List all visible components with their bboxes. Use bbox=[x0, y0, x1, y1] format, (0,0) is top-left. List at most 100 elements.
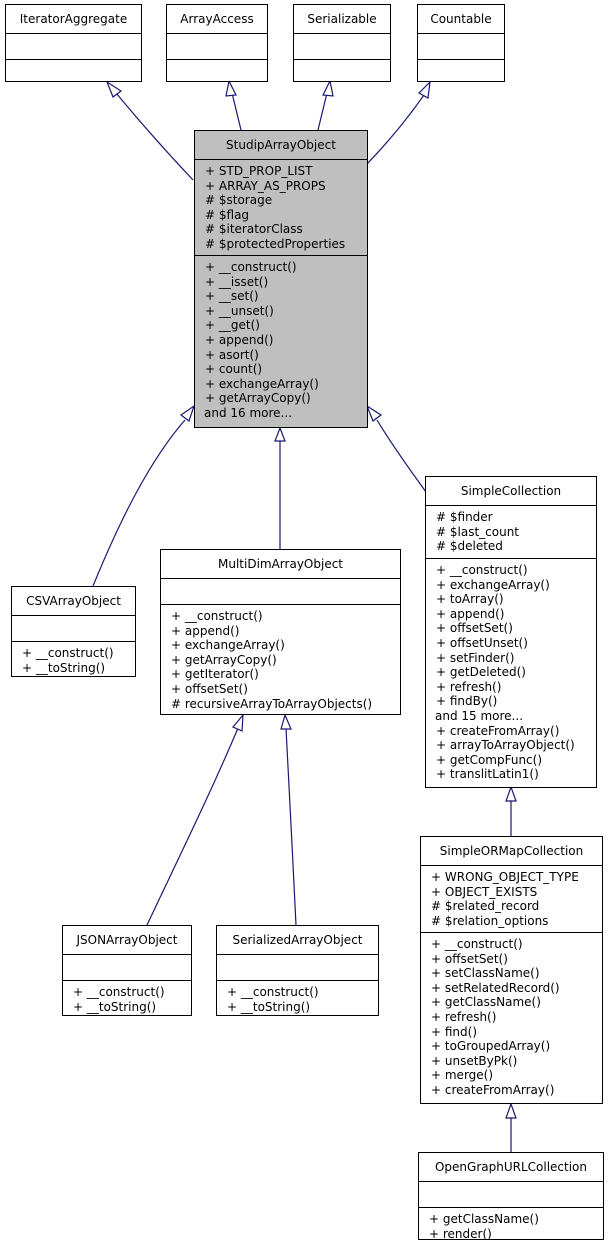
class-box-multidimarrayobject[interactable]: MultiDimArrayObject + __construct() + ap… bbox=[160, 549, 401, 715]
class-title-arrayaccess: ArrayAccess bbox=[167, 5, 267, 34]
attributes-section-studiparrayobject: + STD_PROP_LIST + ARRAY_AS_PROPS # $stor… bbox=[195, 160, 367, 256]
methods-section-serializedarrayobject: + __construct() + __toString() bbox=[217, 981, 378, 1018]
method: + merge() bbox=[431, 1068, 494, 1083]
method: + exchangeArray() bbox=[171, 638, 285, 653]
method: + find() bbox=[431, 1024, 478, 1039]
arrowhead-studip-from-simplecollection bbox=[365, 404, 383, 422]
method: + createFromArray() bbox=[436, 723, 560, 738]
method: + append() bbox=[205, 332, 274, 347]
arrowhead-studip-from-multidim bbox=[274, 426, 286, 442]
methods-section-simplecollection: + __construct() + exchangeArray() + toAr… bbox=[426, 559, 596, 786]
attribute: # $related_record bbox=[431, 899, 540, 914]
class-box-csvarrayobject[interactable]: CSVArrayObject + __construct() + __toStr… bbox=[11, 586, 136, 677]
class-title-serializable: Serializable bbox=[294, 5, 390, 34]
attribute: + STD_PROP_LIST bbox=[205, 164, 313, 178]
attribute: + OBJECT_EXISTS bbox=[431, 884, 538, 899]
method: + __toString() bbox=[227, 999, 311, 1014]
attributes-section-iteratoraggregate bbox=[6, 34, 141, 60]
method: + refresh() bbox=[436, 679, 502, 694]
methods-section-serializable bbox=[294, 60, 390, 86]
attributes-section-opengraphurlcollection bbox=[419, 1182, 603, 1208]
arrowhead-arrayaccess bbox=[225, 79, 237, 97]
method: + __construct() bbox=[205, 260, 297, 274]
method: + toGroupedArray() bbox=[431, 1039, 551, 1054]
more-methods-note: and 16 more... bbox=[204, 405, 293, 420]
class-box-studiparrayobject[interactable]: StudipArrayObject + STD_PROP_LIST + ARRA… bbox=[194, 130, 368, 428]
edge-csv-to-studip bbox=[92, 419, 186, 587]
class-title-simpleormapcollection: SimpleORMapCollection bbox=[421, 837, 602, 866]
class-box-arrayaccess[interactable]: ArrayAccess bbox=[166, 4, 268, 82]
edge-studip-to-arrayaccess bbox=[231, 92, 242, 131]
method: + getCompFunc() bbox=[436, 752, 543, 767]
method: + getClassName() bbox=[431, 995, 541, 1010]
methods-section-countable bbox=[418, 60, 504, 86]
methods-section-simpleormapcollection: + __construct() + offsetSet() + setClass… bbox=[421, 933, 602, 1102]
methods-section-csvarrayobject: + __construct() + __toString() bbox=[12, 642, 135, 679]
method: + append() bbox=[171, 623, 240, 638]
class-box-serializedarrayobject[interactable]: SerializedArrayObject + __construct() + … bbox=[216, 925, 379, 1016]
arrowhead-simplecollection-from-ormap bbox=[505, 785, 517, 802]
method: + setFinder() bbox=[436, 650, 515, 665]
methods-section-iteratoraggregate bbox=[6, 60, 141, 86]
arrowhead-iteratoraggregate bbox=[105, 80, 123, 98]
arrowhead-serializable bbox=[322, 79, 334, 97]
attribute: # $flag bbox=[205, 207, 250, 222]
edge-studip-to-countable bbox=[366, 94, 425, 165]
method: + __isset() bbox=[205, 274, 269, 289]
method: + getArrayCopy() bbox=[171, 652, 277, 667]
class-box-jsonarrayobject[interactable]: JSONArrayObject + __construct() + __toSt… bbox=[62, 925, 192, 1016]
method: + findBy() bbox=[436, 694, 498, 709]
method: + __construct() bbox=[22, 646, 114, 660]
attribute: # $iteratorClass bbox=[205, 222, 303, 237]
method: + __construct() bbox=[73, 985, 165, 999]
method: + __construct() bbox=[227, 985, 319, 999]
method: + arrayToArrayObject() bbox=[436, 738, 575, 753]
edge-simplecollection-to-studip bbox=[376, 419, 427, 493]
arrowhead-multidim-from-json bbox=[232, 713, 244, 732]
methods-section-multidimarrayobject: + __construct() + append() + exchangeArr… bbox=[161, 605, 400, 715]
edge-serialized-to-multidim bbox=[285, 727, 297, 926]
class-box-serializable[interactable]: Serializable bbox=[293, 4, 391, 82]
method: # recursiveArrayToArrayObjects() bbox=[171, 696, 373, 711]
class-title-jsonarrayobject: JSONArrayObject bbox=[63, 926, 191, 955]
class-box-countable[interactable]: Countable bbox=[417, 4, 505, 82]
method: + count() bbox=[205, 362, 263, 377]
class-title-csvarrayobject: CSVArrayObject bbox=[12, 587, 135, 616]
method: + __set() bbox=[205, 289, 259, 304]
arrowhead-studip-from-csv bbox=[179, 404, 196, 422]
class-box-opengraphurlcollection[interactable]: OpenGraphURLCollection + getClassName() … bbox=[418, 1152, 604, 1241]
edge-json-to-multidim bbox=[146, 727, 239, 926]
class-title-countable: Countable bbox=[418, 5, 504, 34]
methods-section-opengraphurlcollection: + getClassName() + render() bbox=[419, 1208, 603, 1245]
attributes-section-jsonarrayobject bbox=[63, 955, 191, 981]
method: + toArray() bbox=[436, 592, 504, 607]
attribute: + ARRAY_AS_PROPS bbox=[205, 178, 326, 193]
methods-section-arrayaccess bbox=[167, 60, 267, 86]
method: + getArrayCopy() bbox=[205, 391, 311, 406]
attribute: + WRONG_OBJECT_TYPE bbox=[431, 870, 579, 884]
class-title-simplecollection: SimpleCollection bbox=[426, 477, 596, 506]
method: + render() bbox=[429, 1226, 492, 1241]
method: + offsetSet() bbox=[431, 951, 508, 966]
method: + getClassName() bbox=[429, 1212, 539, 1226]
class-box-iteratoraggregate[interactable]: IteratorAggregate bbox=[5, 4, 142, 82]
attributes-section-csvarrayobject bbox=[12, 616, 135, 642]
method: + setRelatedRecord() bbox=[431, 980, 560, 995]
method: + append() bbox=[436, 606, 505, 621]
attributes-section-simplecollection: # $finder # $last_count # $deleted bbox=[426, 506, 596, 559]
class-title-studiparrayobject: StudipArrayObject bbox=[195, 131, 367, 160]
class-title-serializedarrayobject: SerializedArrayObject bbox=[217, 926, 378, 955]
more-methods-note: and 15 more... bbox=[435, 708, 524, 723]
method: + unsetByPk() bbox=[431, 1053, 518, 1068]
method: + offsetSet() bbox=[171, 681, 248, 696]
method: + __construct() bbox=[436, 563, 528, 577]
method: + __get() bbox=[205, 318, 260, 333]
class-box-simplecollection[interactable]: SimpleCollection # $finder # $last_count… bbox=[425, 476, 597, 788]
class-title-iteratoraggregate: IteratorAggregate bbox=[6, 5, 141, 34]
method: + refresh() bbox=[431, 1009, 497, 1024]
methods-section-jsonarrayobject: + __construct() + __toString() bbox=[63, 981, 191, 1018]
method: + offsetSet() bbox=[436, 621, 513, 636]
attributes-section-serializedarrayobject bbox=[217, 955, 378, 981]
edge-studip-to-serializable bbox=[317, 92, 328, 131]
class-box-simpleormapcollection[interactable]: SimpleORMapCollection + WRONG_OBJECT_TYP… bbox=[420, 836, 603, 1104]
